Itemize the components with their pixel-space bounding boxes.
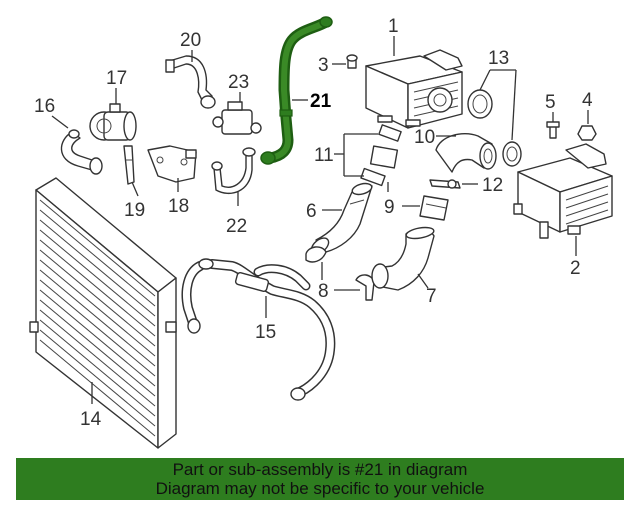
callout-21: 21 — [310, 91, 332, 112]
part-20-hose[interactable] — [165, 55, 216, 109]
part-14-radiator[interactable] — [29, 177, 177, 449]
leader-13b — [511, 69, 517, 141]
part-7-tube[interactable] — [371, 226, 435, 291]
part-8-clip[interactable] — [305, 246, 375, 301]
callout-1: 1 — [388, 16, 399, 37]
callout-16: 16 — [34, 96, 55, 117]
callout-5: 5 — [545, 92, 556, 113]
part-2-cooler[interactable] — [513, 143, 613, 239]
part-15-hose-assembly[interactable] — [181, 258, 336, 401]
leader-7 — [417, 273, 429, 289]
callout-2: 2 — [570, 258, 581, 279]
part-3-bolt[interactable] — [346, 54, 358, 69]
notice-line-2: Diagram may not be specific to your vehi… — [155, 479, 485, 498]
part-19-clip[interactable] — [123, 145, 135, 185]
callout-3: 3 — [318, 55, 329, 76]
callout-20: 20 — [180, 30, 201, 51]
part-5-bolt[interactable] — [546, 121, 560, 139]
part-21-hose-highlighted[interactable] — [260, 16, 333, 165]
callout-10: 10 — [414, 127, 435, 148]
callout-19: 19 — [124, 200, 145, 221]
callout-8: 8 — [318, 281, 329, 302]
callout-13: 13 — [488, 48, 509, 69]
callout-22: 22 — [226, 216, 247, 237]
part-23-valve[interactable] — [212, 101, 262, 135]
notice-line-1: Part or sub-assembly is #21 in diagram — [172, 460, 468, 479]
part-1-cooler[interactable] — [365, 49, 463, 129]
part-22-hose[interactable] — [211, 147, 256, 195]
part-18-bracket[interactable] — [147, 145, 197, 183]
leader-13a — [479, 69, 491, 91]
callout-15: 15 — [255, 322, 276, 343]
callout-17: 17 — [106, 68, 127, 89]
callout-11: 11 — [314, 145, 334, 166]
callout-6: 6 — [306, 201, 317, 222]
leader-19 — [131, 181, 139, 197]
callout-4: 4 — [582, 90, 593, 111]
part-12-clip[interactable] — [429, 179, 461, 189]
callout-12: 12 — [482, 175, 503, 196]
part-16-hose[interactable] — [60, 129, 103, 175]
part-4-nut[interactable] — [577, 125, 597, 141]
callout-18: 18 — [168, 196, 189, 217]
callout-9: 9 — [384, 197, 395, 218]
part-11-clamp[interactable] — [360, 124, 402, 187]
callout-23: 23 — [228, 72, 249, 93]
part-9-clamp[interactable] — [419, 195, 449, 221]
callout-7: 7 — [426, 286, 437, 307]
part-13-clamp[interactable] — [467, 89, 522, 167]
part-17-pump[interactable] — [89, 103, 137, 141]
notice-banner: Part or sub-assembly is #21 in diagram D… — [16, 458, 624, 500]
part-6-duct[interactable] — [308, 182, 373, 257]
leader-16 — [51, 115, 69, 129]
part-10-elbow[interactable] — [435, 132, 497, 173]
callout-14: 14 — [80, 409, 102, 430]
